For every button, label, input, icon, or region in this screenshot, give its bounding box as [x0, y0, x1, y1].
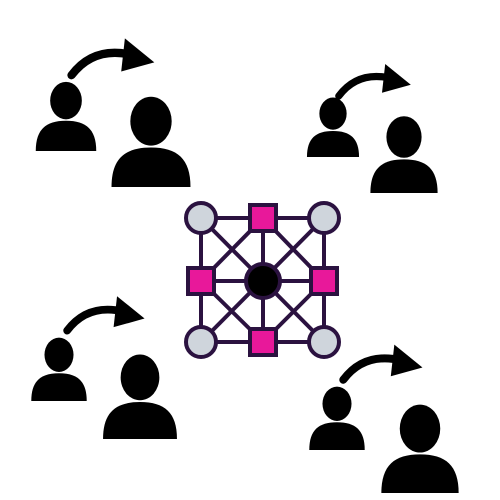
hub-node [244, 262, 282, 300]
person-small-icon [309, 386, 365, 450]
person-large-icon [381, 404, 459, 493]
curved-arrow-icon [343, 345, 422, 380]
edge-node [248, 327, 278, 357]
corner-node [307, 325, 341, 359]
edge-node [186, 266, 216, 296]
person-large-icon [103, 354, 177, 439]
curved-arrow-icon [67, 296, 144, 330]
corner-node [184, 325, 218, 359]
person-small-icon [306, 97, 360, 157]
handoff-group-top-right [306, 64, 438, 193]
person-small-icon [35, 81, 97, 151]
handoff-group-bottom-left [31, 296, 177, 439]
curved-arrow-icon [72, 38, 155, 75]
person-small-icon [31, 337, 87, 401]
person-large-icon [111, 96, 191, 187]
edge-node [309, 266, 339, 296]
handoff-group-top-left [35, 38, 191, 187]
edge-node [248, 203, 278, 233]
person-large-icon [370, 116, 438, 193]
corner-node [307, 201, 341, 235]
curved-arrow-icon [339, 64, 411, 96]
handoff-group-bottom-right [309, 345, 459, 493]
corner-node [184, 201, 218, 235]
